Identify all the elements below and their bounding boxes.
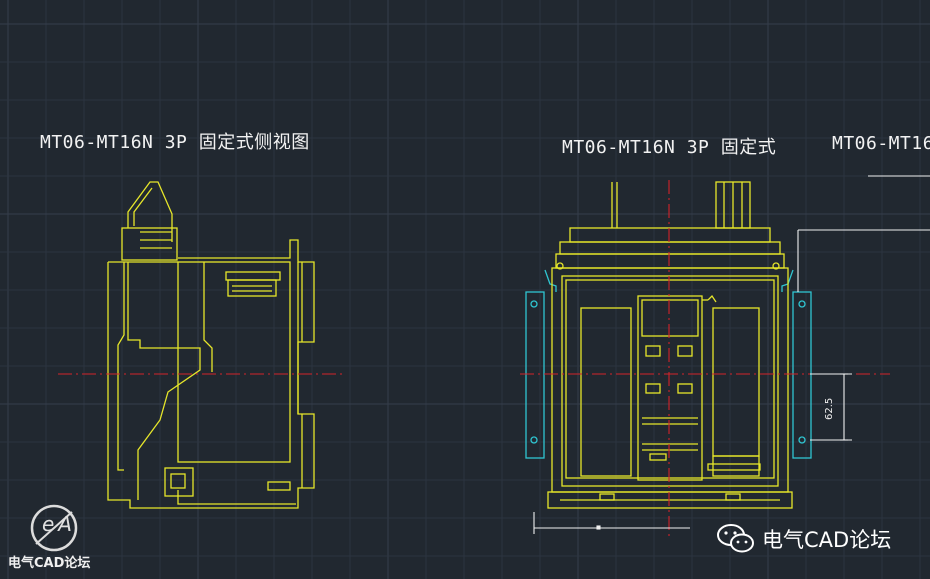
front-view-dimensions: [533, 175, 930, 534]
wechat-icon: [717, 524, 754, 553]
third-view-title: MT06-MT16: [832, 133, 930, 154]
dimension-label: 62.5: [824, 398, 835, 420]
wechat-label: 电气CAD论坛: [762, 528, 892, 552]
front-view-drawing: [547, 181, 793, 509]
logo-caption: 电气CAD论坛: [8, 556, 91, 571]
front-view-side-panels: [525, 269, 812, 459]
logo-circle-icon: [30, 504, 78, 552]
forum-logo: eA 电气CAD论坛: [4, 500, 104, 575]
side-view-title: MT06-MT16N 3P 固定式侧视图: [40, 132, 310, 153]
front-view-title: MT06-MT16N 3P 固定式: [562, 137, 777, 158]
logo-letters: eA: [42, 512, 76, 536]
wechat-watermark: 电气CAD论坛: [716, 520, 916, 560]
side-view-drawing: [107, 181, 315, 509]
front-view-centerlines: [520, 180, 890, 540]
